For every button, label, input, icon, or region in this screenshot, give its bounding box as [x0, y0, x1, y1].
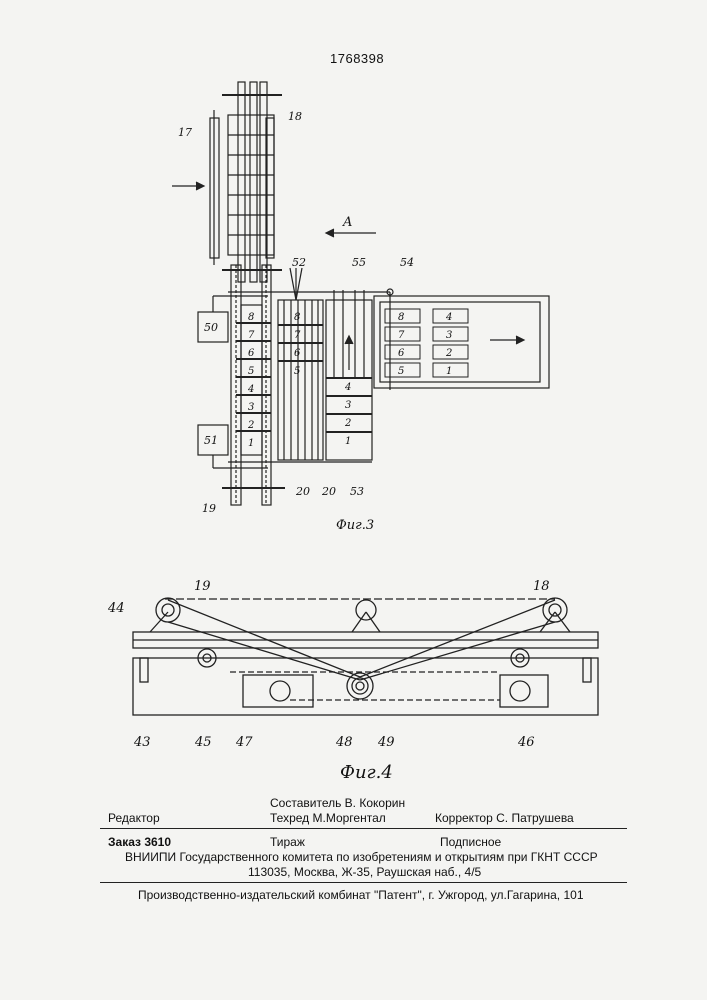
- stack3-4: 4: [344, 382, 351, 393]
- stack3-3: 3: [345, 400, 351, 411]
- fig4-label-46: 46: [517, 735, 535, 750]
- publisher-line: Производственно-издательский комбинат "П…: [138, 888, 584, 902]
- figure-3-drawing: 17 18 50 51 19 20 20 52 55 54 53 A 8 7 6…: [0, 0, 707, 520]
- stack2-8: 8: [294, 312, 300, 323]
- label-52: 52: [292, 256, 306, 269]
- stack1-8: 8: [248, 312, 254, 323]
- label-55: 55: [352, 256, 366, 269]
- fig4-label-44: 44: [107, 601, 125, 616]
- vniipi-line: ВНИИПИ Государственного комитета по изоб…: [125, 850, 598, 864]
- box-left-7: 7: [398, 330, 405, 341]
- box-right-4: 4: [445, 312, 452, 323]
- stack1-6: 6: [248, 348, 255, 359]
- label-17: 17: [178, 126, 192, 139]
- figure-3-caption: Фиг.3: [336, 518, 374, 533]
- label-54: 54: [400, 256, 414, 269]
- figure-4-drawing: 19 18 44 43 45 47 48 49 46: [0, 550, 707, 780]
- stack3-1: 1: [345, 436, 351, 447]
- label-20-b: 20: [321, 485, 336, 498]
- imprint-divider-top: [100, 828, 627, 829]
- label-19: 19: [202, 502, 216, 515]
- fig4-label-47: 47: [235, 735, 253, 750]
- order-line: Заказ 3610: [108, 835, 171, 849]
- stack2-7: 7: [294, 330, 301, 341]
- fig4-label-45: 45: [194, 735, 212, 750]
- circulation-label: Тираж: [270, 835, 305, 849]
- box-right-1: 1: [446, 366, 452, 377]
- techred-line: Техред М.Моргентал: [270, 811, 386, 825]
- stack2-6: 6: [294, 348, 301, 359]
- stack1-4: 4: [247, 384, 254, 395]
- label-20-a: 20: [295, 485, 310, 498]
- fig4-label-43: 43: [133, 735, 151, 750]
- stack3-2: 2: [344, 418, 351, 429]
- stack2-5: 5: [294, 366, 300, 377]
- fig4-label-48: 48: [335, 735, 353, 750]
- compiler-line: Составитель В. Кокорин: [270, 796, 405, 810]
- fig4-label-19: 19: [194, 579, 211, 594]
- stack1-5: 5: [248, 366, 254, 377]
- label-51: 51: [204, 434, 218, 447]
- box-right-3: 3: [446, 330, 452, 341]
- stack1-1: 1: [248, 438, 254, 449]
- box-left-5: 5: [398, 366, 404, 377]
- fig4-label-49: 49: [377, 735, 395, 750]
- stack1-2: 2: [247, 420, 254, 431]
- corrector-line: Корректор С. Патрушева: [435, 811, 574, 825]
- label-53: 53: [350, 485, 364, 498]
- stack1-3: 3: [248, 402, 254, 413]
- box-left-6: 6: [398, 348, 405, 359]
- imprint-divider-bottom: [100, 882, 627, 883]
- subscription-label: Подписное: [440, 835, 501, 849]
- editor-label: Редактор: [108, 811, 160, 825]
- stack1-7: 7: [248, 330, 255, 341]
- address-line: 113035, Москва, Ж-35, Раушская наб., 4/5: [248, 865, 481, 879]
- box-left-8: 8: [398, 312, 404, 323]
- label-arrow-a: A: [342, 215, 352, 230]
- figure-4-caption: Фиг.4: [340, 762, 393, 783]
- label-50: 50: [204, 321, 218, 334]
- box-right-2: 2: [445, 348, 452, 359]
- fig4-label-18: 18: [533, 579, 550, 594]
- label-18: 18: [288, 110, 302, 123]
